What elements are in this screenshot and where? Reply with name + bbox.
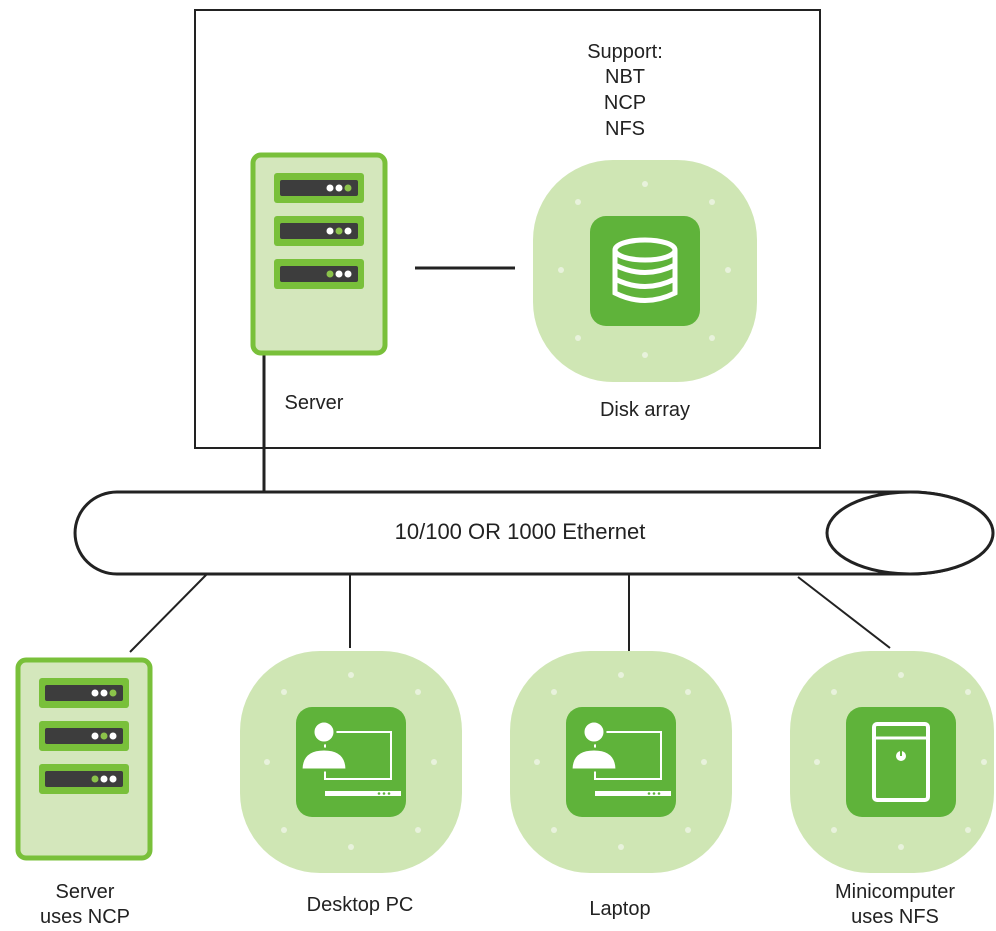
server-slot — [274, 216, 364, 246]
support-protocol-nbt: NBT — [605, 66, 645, 88]
support-title: Support: — [587, 41, 663, 63]
server-slot — [39, 678, 129, 708]
disk-array-node — [533, 160, 757, 382]
database-glyph — [612, 237, 678, 303]
server-slot — [39, 721, 129, 751]
desktop-pc-label: Desktop PC — [306, 894, 414, 916]
server-slot — [274, 173, 364, 203]
server-ncp-label-line1: Server — [55, 881, 115, 903]
server-node — [250, 152, 388, 356]
tower-computer-glyph — [872, 722, 930, 802]
server-label: Server — [284, 392, 344, 414]
desktop-pc-node — [240, 651, 462, 873]
tile-dots — [814, 672, 987, 850]
minicomputer-label-line1: Minicomputer — [834, 881, 956, 903]
user-computer-glyph — [299, 719, 401, 796]
minicomputer-node — [790, 651, 994, 873]
minicomputer-label-line2: uses NFS — [851, 906, 939, 928]
server-group-box — [194, 9, 821, 449]
laptop-node — [510, 651, 732, 873]
server-icon — [15, 657, 153, 861]
support-protocol-nfs: NFS — [605, 118, 645, 140]
tile-dots — [264, 672, 437, 850]
minicomputer-link — [797, 576, 891, 649]
support-protocol-ncp: NCP — [603, 92, 647, 114]
tile-dots — [534, 672, 707, 850]
user-computer-glyph — [569, 719, 671, 796]
ethernet-label: 10/100 OR 1000 Ethernet — [394, 519, 646, 544]
ethernet-cylinder-end — [825, 490, 995, 576]
server-icon — [250, 152, 388, 356]
server-ncp-label-line2: uses NCP — [39, 906, 131, 928]
server-slot — [274, 259, 364, 289]
tile-dots — [558, 181, 731, 358]
server-ncp-node — [15, 657, 153, 861]
ethernet-bus — [73, 490, 995, 576]
disk-array-label: Disk array — [599, 399, 690, 421]
server-ncp-link — [129, 573, 208, 653]
laptop-label: Laptop — [589, 898, 651, 920]
server-slot — [39, 764, 129, 794]
